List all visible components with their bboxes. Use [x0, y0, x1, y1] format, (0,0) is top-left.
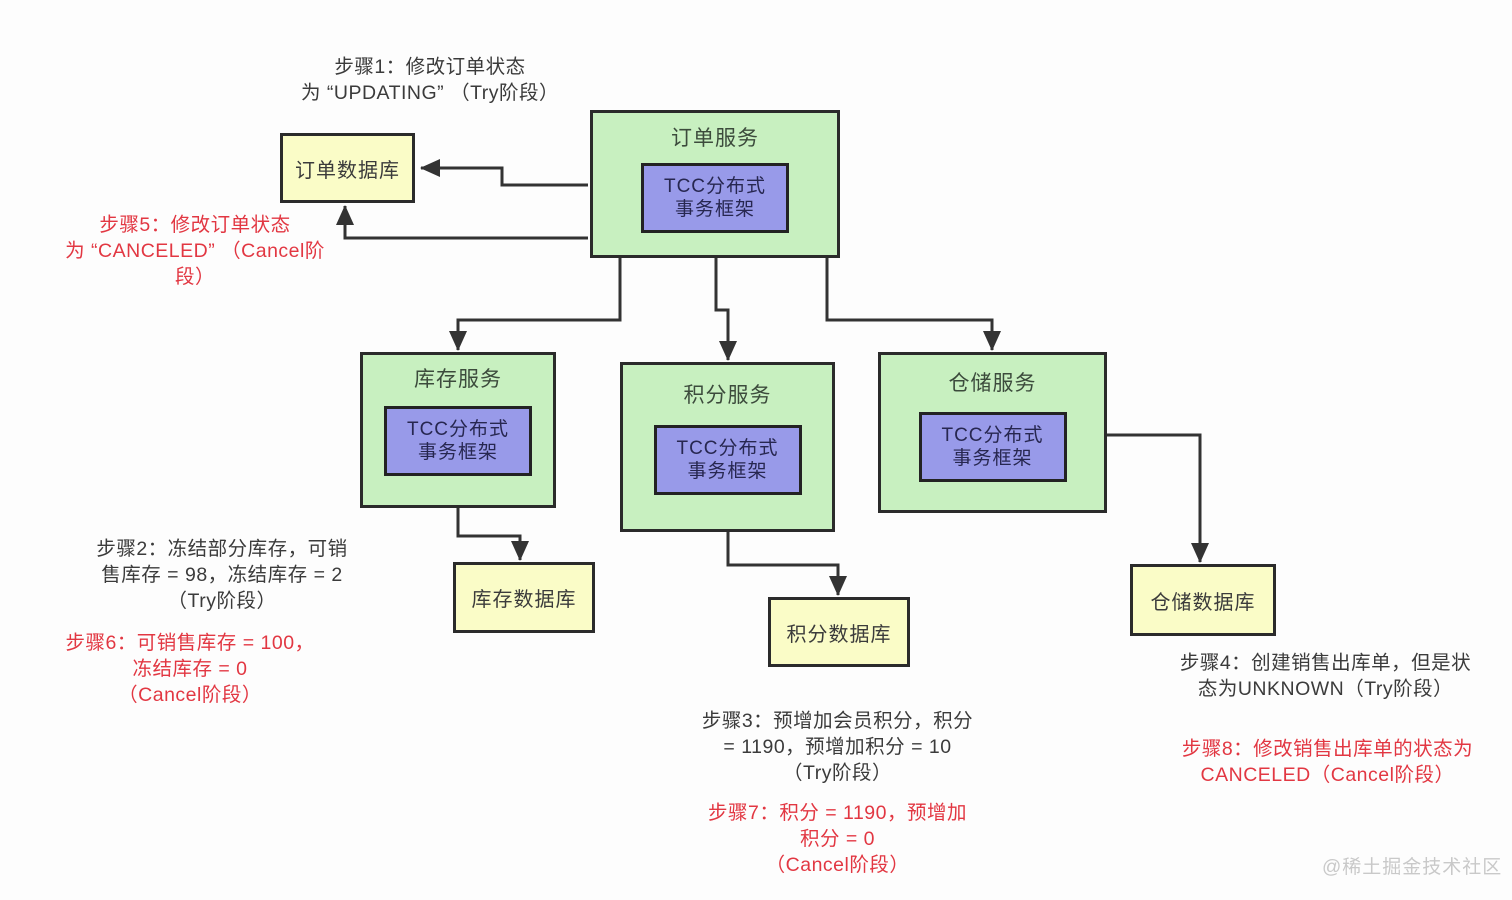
annotation-step1: 步骤1：修改订单状态 为 “UPDATING” （Try阶段） — [250, 54, 610, 106]
connector-orderservice-to-orderdb-try — [420, 159, 588, 187]
annotation-step6: 步骤6：可销售库存 = 100， 冻结库存 = 0 （Cancel阶段） — [30, 630, 350, 708]
connector-orderservice-to-inventoryservice — [449, 258, 622, 351]
annotation-line: 步骤5：修改订单状态 — [99, 214, 291, 236]
annotation-line: 积分 = 0 — [799, 828, 876, 850]
annotation-line: 售库存 = 98，冻结库存 = 2 — [101, 564, 343, 586]
annotation-line: （Try阶段） — [783, 762, 892, 784]
points-service-tcc-box: TCC分布式 事务框架 — [653, 425, 802, 495]
inventory-db-node: 库存数据库 — [453, 562, 595, 633]
connector-orderservice-to-pointsservice — [714, 258, 737, 361]
watermark: @稀土掘金技术社区 — [1322, 857, 1503, 878]
connector-orderservice-to-orderdb-cancel — [336, 205, 588, 240]
warehouse-db-label: 仓储数据库 — [1150, 591, 1256, 614]
tcc-label-line2: 事务框架 — [417, 442, 498, 463]
annotation-line: 步骤7：积分 = 1190，预增加 — [707, 802, 967, 824]
annotation-line: （Try阶段） — [167, 590, 277, 612]
annotation-line: 步骤4：创建销售出库单，但是状 — [1179, 652, 1472, 674]
annotation-line: 冻结库存 = 0 — [132, 658, 248, 680]
tcc-label-line2: 事务框架 — [687, 461, 768, 482]
connector-inventoryservice-to-inventorydb — [456, 508, 529, 561]
warehouse-service-node: 仓储服务 TCC分布式 事务框架 — [878, 352, 1107, 513]
annotation-line: 为 “CANCELED” （Cancel阶 — [65, 240, 325, 262]
connector-warehouseservice-to-warehousedb — [1107, 433, 1209, 563]
annotation-line: 段） — [174, 266, 215, 288]
points-db-node: 积分数据库 — [768, 597, 910, 667]
annotation-step5: 步骤5：修改订单状态 为 “CANCELED” （Cancel阶 段） — [25, 212, 365, 290]
order-service-title: 订单服务 — [671, 127, 759, 150]
annotation-line: 态为UNKNOWN（Try阶段） — [1197, 678, 1454, 700]
warehouse-service-title: 仓储服务 — [948, 372, 1037, 395]
points-service-node: 积分服务 TCC分布式 事务框架 — [620, 362, 835, 532]
inventory-service-node: 库存服务 TCC分布式 事务框架 — [360, 352, 556, 508]
inventory-service-tcc-box: TCC分布式 事务框架 — [384, 406, 532, 476]
annotation-step3: 步骤3：预增加会员积分，积分 = 1190，预增加积分 = 10 （Try阶段） — [665, 708, 1010, 786]
annotation-step2: 步骤2：冻结部分库存，可销 售库存 = 98，冻结库存 = 2 （Try阶段） — [62, 536, 382, 614]
annotation-line: （Cancel阶段） — [765, 854, 910, 876]
order-service-node: 订单服务 TCC分布式 事务框架 — [590, 110, 840, 258]
annotation-line: 为 “UPDATING” （Try阶段） — [300, 82, 560, 104]
inventory-db-label: 库存数据库 — [471, 589, 577, 611]
tcc-label-line1: TCC分布式 — [663, 176, 767, 197]
tcc-label-line1: TCC分布式 — [676, 438, 779, 459]
points-db-label: 积分数据库 — [786, 623, 892, 646]
annotation-line: = 1190，预增加积分 = 10 — [723, 736, 952, 758]
points-service-title: 积分服务 — [683, 384, 772, 407]
inventory-service-title: 库存服务 — [414, 368, 502, 391]
warehouse-db-node: 仓储数据库 — [1130, 564, 1276, 636]
warehouse-service-tcc-box: TCC分布式 事务框架 — [918, 412, 1067, 482]
connector-pointsservice-to-pointsdb — [726, 532, 847, 596]
tcc-label-line1: TCC分布式 — [406, 419, 510, 440]
annotation-line: 步骤2：冻结部分库存，可销 — [96, 538, 348, 560]
connector-orderservice-to-warehouseservice — [825, 258, 1001, 351]
annotation-step7: 步骤7：积分 = 1190，预增加 积分 = 0 （Cancel阶段） — [665, 800, 1010, 878]
annotation-line: （Cancel阶段） — [118, 684, 262, 706]
order-db-node: 订单数据库 — [280, 133, 415, 203]
annotation-line: 步骤3：预增加会员积分，积分 — [701, 710, 974, 732]
annotation-line: CANCELED（Cancel阶段） — [1200, 764, 1455, 786]
annotation-line: 步骤1：修改订单状态 — [334, 56, 526, 78]
annotation-line: 步骤6：可销售库存 = 100， — [65, 632, 315, 654]
tcc-label-line2: 事务框架 — [952, 448, 1033, 469]
annotation-line: 步骤8：修改销售出库单的状态为 — [1181, 738, 1474, 760]
tcc-label-line1: TCC分布式 — [941, 425, 1044, 446]
annotation-step4: 步骤4：创建销售出库单，但是状 态为UNKNOWN（Try阶段） — [1158, 650, 1493, 702]
order-service-tcc-box: TCC分布式 事务框架 — [641, 163, 789, 233]
order-db-label: 订单数据库 — [295, 159, 400, 182]
annotation-step8: 步骤8：修改销售出库单的状态为 CANCELED（Cancel阶段） — [1160, 736, 1495, 788]
tcc-label-line2: 事务框架 — [674, 199, 755, 220]
